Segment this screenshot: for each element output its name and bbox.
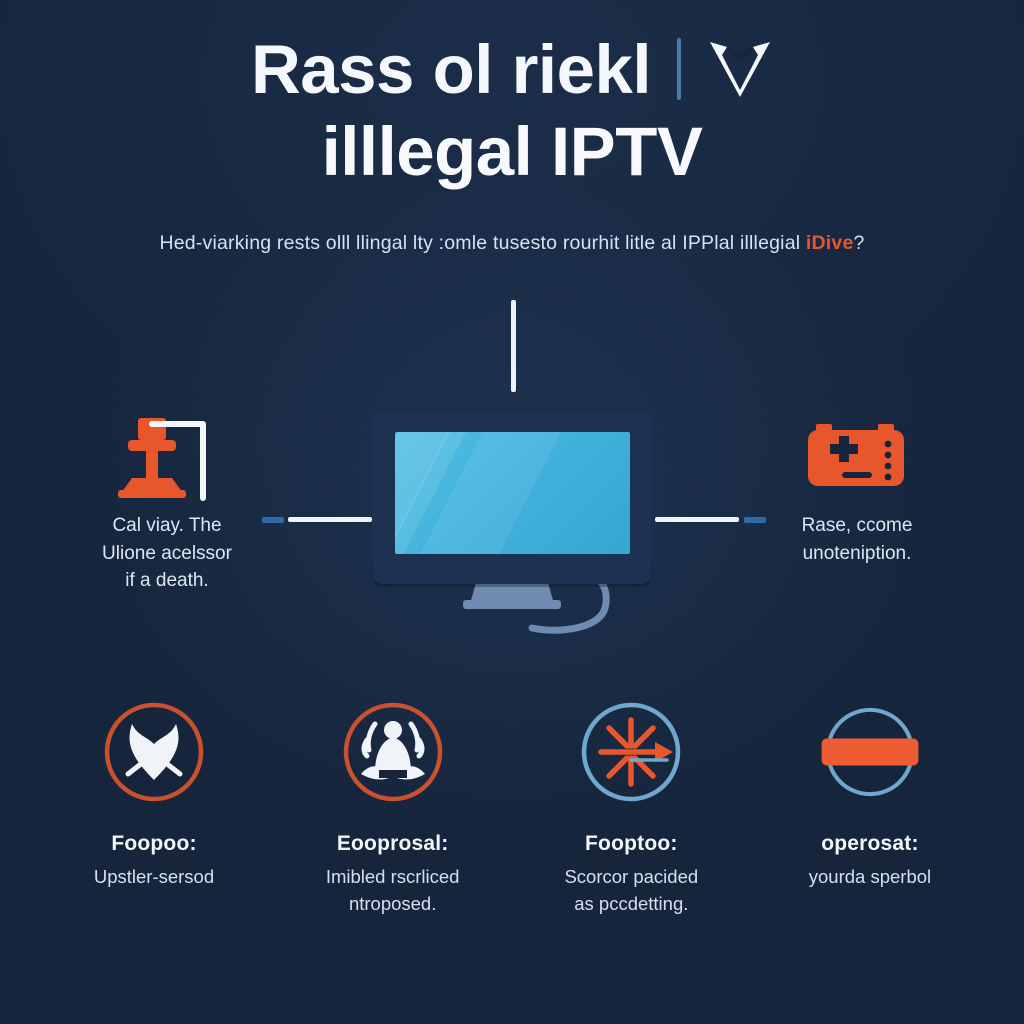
bottom-feature-1: Foopoo: Upstler-sersod	[48, 700, 260, 918]
set-top-box-controller-icon	[742, 412, 972, 504]
subtitle-accent-word: iDive	[805, 232, 854, 255]
bottom-feature-2-title: Eooprosal:	[336, 832, 449, 855]
bottom-feature-3-desc: Scorcor pacided as pccdetting.	[525, 864, 737, 918]
caption-line: Cal viay. The	[112, 515, 222, 536]
bottom-feature-3: Fooptoo: Scorcor pacided as pccdetting.	[525, 700, 737, 918]
monitor-screen-icon	[373, 412, 651, 584]
caption-line: unoteniption.	[802, 542, 912, 564]
side-feature-right-caption: Rase, ccome unoteniption.	[742, 512, 972, 567]
right-connector-dash-icon	[744, 517, 766, 523]
bottom-feature-row: Foopoo: Upstler-sersod Eooprosal: Imi	[48, 700, 976, 918]
page-title-line-2: illlegal IPTV	[321, 113, 703, 190]
side-feature-left: Cal viay. The Ulione acelssor if a death…	[52, 412, 282, 595]
bottom-feature-2-desc: Imibled rscrliced ntroposed.	[287, 864, 499, 918]
left-connector-line-icon	[288, 517, 372, 522]
desc-line: yourda sperbol	[808, 866, 932, 887]
v-chevron-logo-icon	[710, 42, 771, 97]
subtitle-question-mark: ?	[853, 232, 865, 255]
header: Rass ol riekl illlegal IPTV Hed-viarking…	[0, 26, 1024, 255]
bottom-feature-4-title: operosat:	[821, 832, 919, 855]
side-feature-left-caption: Cal viay. The Ulione acelssor if a death…	[52, 512, 282, 595]
side-feature-right: Rase, ccome unoteniption.	[742, 412, 972, 567]
right-connector-line-icon	[655, 517, 739, 522]
vertical-connector-line-icon	[511, 300, 516, 392]
screen-surface	[395, 432, 630, 554]
converging-arrows-icon	[579, 700, 683, 804]
orange-bar-block-icon	[818, 700, 922, 804]
satellite-antenna-icon	[52, 412, 282, 504]
bottom-feature-4: operosat: yourda sperbol	[764, 700, 976, 918]
desc-line: Upstler-sersod	[93, 866, 215, 887]
desc-line: as pccdetting.	[574, 892, 689, 914]
caption-line: Ulione acelssor	[102, 542, 232, 564]
bottom-feature-1-desc: Upstler-sersod	[48, 864, 260, 891]
caption-line: Rase, ccome	[801, 515, 913, 536]
page-title-line-1: Rass ol riekl	[250, 30, 652, 108]
bottom-feature-3-title: Fooptoo:	[585, 832, 678, 855]
spider-bug-icon	[341, 700, 445, 804]
desc-line: ntroposed.	[348, 892, 437, 914]
page-subtitle: Hed-viarking rests olll llingal lty :oml…	[0, 232, 1024, 255]
desc-line: Imibled rscrliced	[325, 866, 460, 887]
bottom-feature-2: Eooprosal: Imibled rscrliced ntroposed.	[287, 700, 499, 918]
title-row: Rass ol riekl	[0, 26, 1024, 112]
desc-line: Scorcor pacided	[564, 866, 699, 887]
monitor-base-icon	[463, 600, 561, 609]
horned-heart-malware-icon	[102, 700, 206, 804]
bottom-feature-1-title: Foopoo:	[111, 832, 197, 855]
bottom-feature-4-desc: yourda sperbol	[764, 864, 976, 891]
left-connector-dash-icon	[262, 517, 284, 523]
vertical-divider-icon	[677, 38, 682, 100]
caption-line: if a death.	[125, 570, 209, 592]
subtitle-text: Hed-viarking rests olll llingal lty :oml…	[159, 232, 806, 255]
